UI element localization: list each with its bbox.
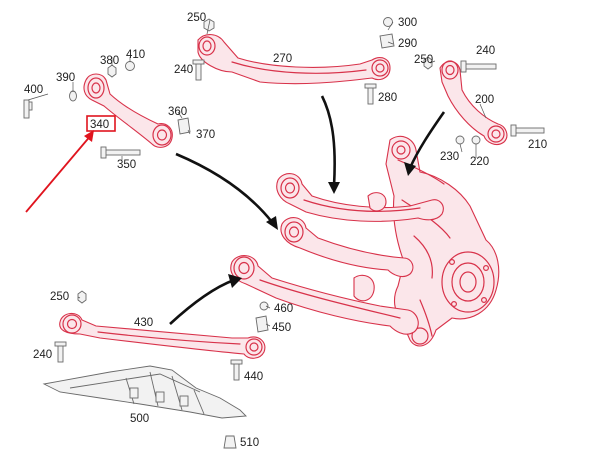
highlight-box-340 — [86, 115, 116, 132]
bolt-280 — [367, 85, 374, 105]
washer-410 — [125, 61, 135, 71]
bolt-240-top — [195, 61, 202, 81]
assembled-arm-middle — [280, 217, 414, 278]
nut-250-lower — [77, 290, 87, 304]
bracket-290 — [379, 33, 395, 49]
label-220: 220 — [470, 156, 489, 168]
label-400: 400 — [24, 84, 43, 96]
label-510: 510 — [240, 437, 259, 449]
label-210: 210 — [528, 139, 547, 151]
label-430: 430 — [134, 317, 153, 329]
control-arm-270 — [197, 34, 391, 85]
bolt-240-lower — [57, 343, 64, 363]
label-200: 200 — [475, 94, 494, 106]
washer-390 — [69, 90, 77, 102]
label-300: 300 — [398, 17, 417, 29]
label-250: 250 — [187, 12, 206, 24]
bolt-210 — [513, 127, 545, 134]
label-340: 340 — [90, 119, 109, 131]
bolt-350 — [103, 149, 141, 156]
label-390: 390 — [56, 72, 75, 84]
part-labels: 250 300 290 270 240 280 380 410 400 390 … — [24, 12, 547, 449]
bracket-450 — [255, 315, 269, 333]
washer-220 — [471, 135, 481, 145]
label-450: 450 — [272, 322, 291, 334]
label-460: 460 — [274, 303, 293, 315]
label-380: 380 — [100, 55, 119, 67]
label-250: 250 — [414, 54, 433, 66]
clip-510 — [223, 435, 237, 449]
washer-460 — [259, 301, 269, 311]
assembled-arm-lower — [230, 255, 419, 335]
bolt-240-right — [463, 63, 497, 70]
label-270: 270 — [273, 53, 292, 65]
label-350: 350 — [117, 159, 136, 171]
label-250: 250 — [50, 291, 69, 303]
label-440: 440 — [244, 371, 263, 383]
label-360: 360 — [168, 106, 187, 118]
nut-300 — [383, 17, 393, 27]
cover-500 — [42, 365, 248, 419]
highlight — [25, 115, 116, 213]
washer-230 — [455, 135, 465, 145]
assembled-arm-upper — [276, 173, 444, 222]
control-arm-340 — [83, 73, 173, 148]
control-arm-430 — [59, 312, 266, 359]
arrow-200-to-assembly — [408, 111, 446, 169]
label-410: 410 — [126, 49, 145, 61]
hardware — [23, 17, 545, 449]
arrow-270-to-assembly — [320, 95, 336, 187]
bolt-440 — [233, 361, 240, 381]
nut-250-right — [423, 56, 433, 70]
label-500: 500 — [130, 413, 149, 425]
label-240: 240 — [174, 64, 193, 76]
control-arm-200 — [439, 60, 508, 145]
arrow-340-to-assembly — [175, 152, 274, 223]
arrow-430-to-assembly — [169, 278, 235, 325]
leader-lines — [27, 19, 487, 327]
assembly-arrows — [169, 95, 446, 325]
label-240: 240 — [33, 349, 52, 361]
bracket-360 — [177, 117, 191, 135]
label-240: 240 — [476, 45, 495, 57]
red-pointer-arrow — [25, 133, 93, 213]
label-280: 280 — [378, 92, 397, 104]
label-230: 230 — [440, 151, 459, 163]
label-290: 290 — [398, 38, 417, 50]
label-370: 370 — [196, 129, 215, 141]
